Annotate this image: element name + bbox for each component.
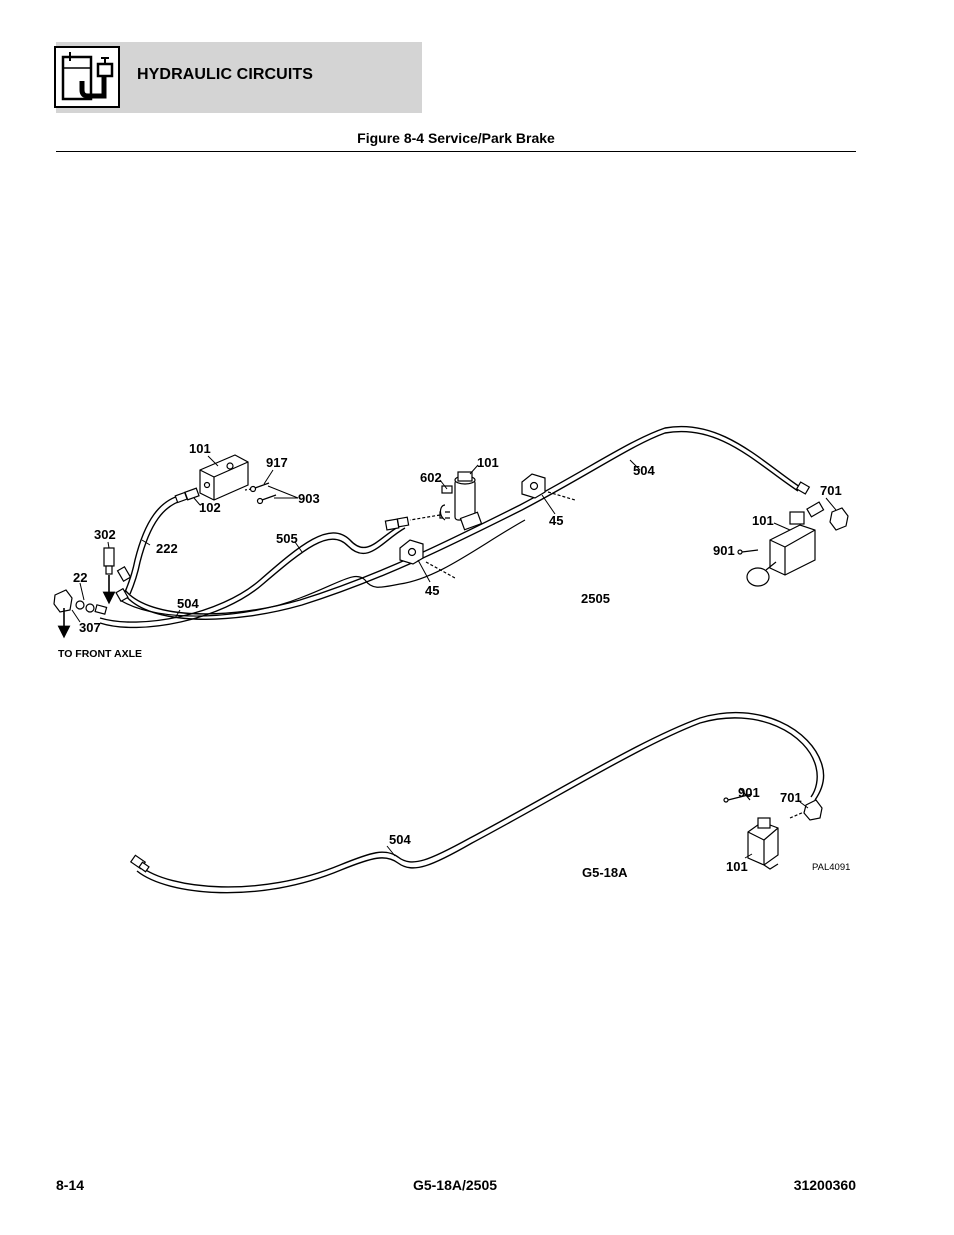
lower-labels: 901 701 504 101 G5-18A PAL4091 [389, 785, 850, 880]
label-504-lower: 504 [389, 832, 411, 847]
leader-lines-lower [386, 801, 809, 859]
label-to-front-axle: TO FRONT AXLE [58, 648, 142, 660]
upper-assembly [53, 425, 849, 639]
clamp-45-b [399, 539, 456, 579]
doc-number: 31200360 [793, 1177, 856, 1193]
hose-222 [124, 494, 185, 595]
bolt-901-upper [737, 549, 759, 555]
hydraulic-circuit-icon [54, 46, 120, 108]
label-901-upper: 901 [713, 543, 735, 558]
elbow-fitting-307 [53, 565, 132, 615]
leader-lines-upper [71, 455, 837, 623]
hose-504-upper [124, 425, 801, 620]
label-917: 917 [266, 455, 288, 470]
clamp-45-a [521, 473, 576, 501]
lower-assembly [129, 711, 825, 894]
label-602: 602 [420, 470, 442, 485]
bolt-901-lower [723, 787, 753, 803]
label-102: 102 [199, 500, 221, 515]
page-number: 8-14 [56, 1177, 85, 1193]
label-701-upper: 701 [820, 483, 842, 498]
elbow-fitting-701-lower [789, 799, 823, 821]
label-101-right: 101 [752, 513, 774, 528]
label-model-2505: 2505 [581, 591, 610, 606]
header-rule [56, 151, 856, 152]
hose-504-lower [136, 711, 825, 894]
bolts-903 [244, 482, 277, 505]
label-222: 222 [156, 541, 178, 556]
label-903: 903 [298, 491, 320, 506]
fitting-102 [174, 487, 200, 504]
label-505: 505 [276, 531, 298, 546]
label-22: 22 [73, 570, 87, 585]
fitting-602 [409, 485, 453, 521]
label-307: 307 [79, 620, 101, 635]
label-901-lower: 901 [738, 785, 760, 800]
label-101-lower: 101 [726, 859, 748, 874]
section-title: HYDRAULIC CIRCUITS [137, 66, 314, 83]
brake-valve-101-right [746, 481, 825, 587]
footer-model: G5-18A/2505 [412, 1177, 498, 1193]
upper-labels: 101 917 903 102 602 101 504 701 101 901 … [58, 441, 842, 660]
label-model-g5-18a: G5-18A [582, 865, 628, 880]
hose-504-lower-end-fitting [129, 854, 150, 873]
label-drawing-id: PAL4091 [812, 862, 850, 873]
label-101-master-cylinder: 101 [477, 455, 499, 470]
elbow-fitting-701-upper [829, 507, 849, 531]
hose-505 [99, 519, 526, 629]
fitting-302 [103, 547, 115, 575]
label-302: 302 [94, 527, 116, 542]
label-504-upper-left: 504 [177, 596, 199, 611]
label-101-valve-block: 101 [189, 441, 211, 456]
brake-valve-101-lower [747, 817, 779, 870]
label-45-b: 45 [425, 583, 439, 598]
fitting-22 [75, 600, 95, 613]
label-45-a: 45 [549, 513, 563, 528]
label-701-lower: 701 [780, 790, 802, 805]
hose-505-end-fitting [384, 516, 410, 531]
master-cylinder-101 [439, 471, 483, 531]
valve-block-101 [199, 454, 249, 501]
label-504-upper-right: 504 [633, 463, 655, 478]
figure-caption: Figure 8-4 Service/Park Brake [357, 130, 555, 146]
